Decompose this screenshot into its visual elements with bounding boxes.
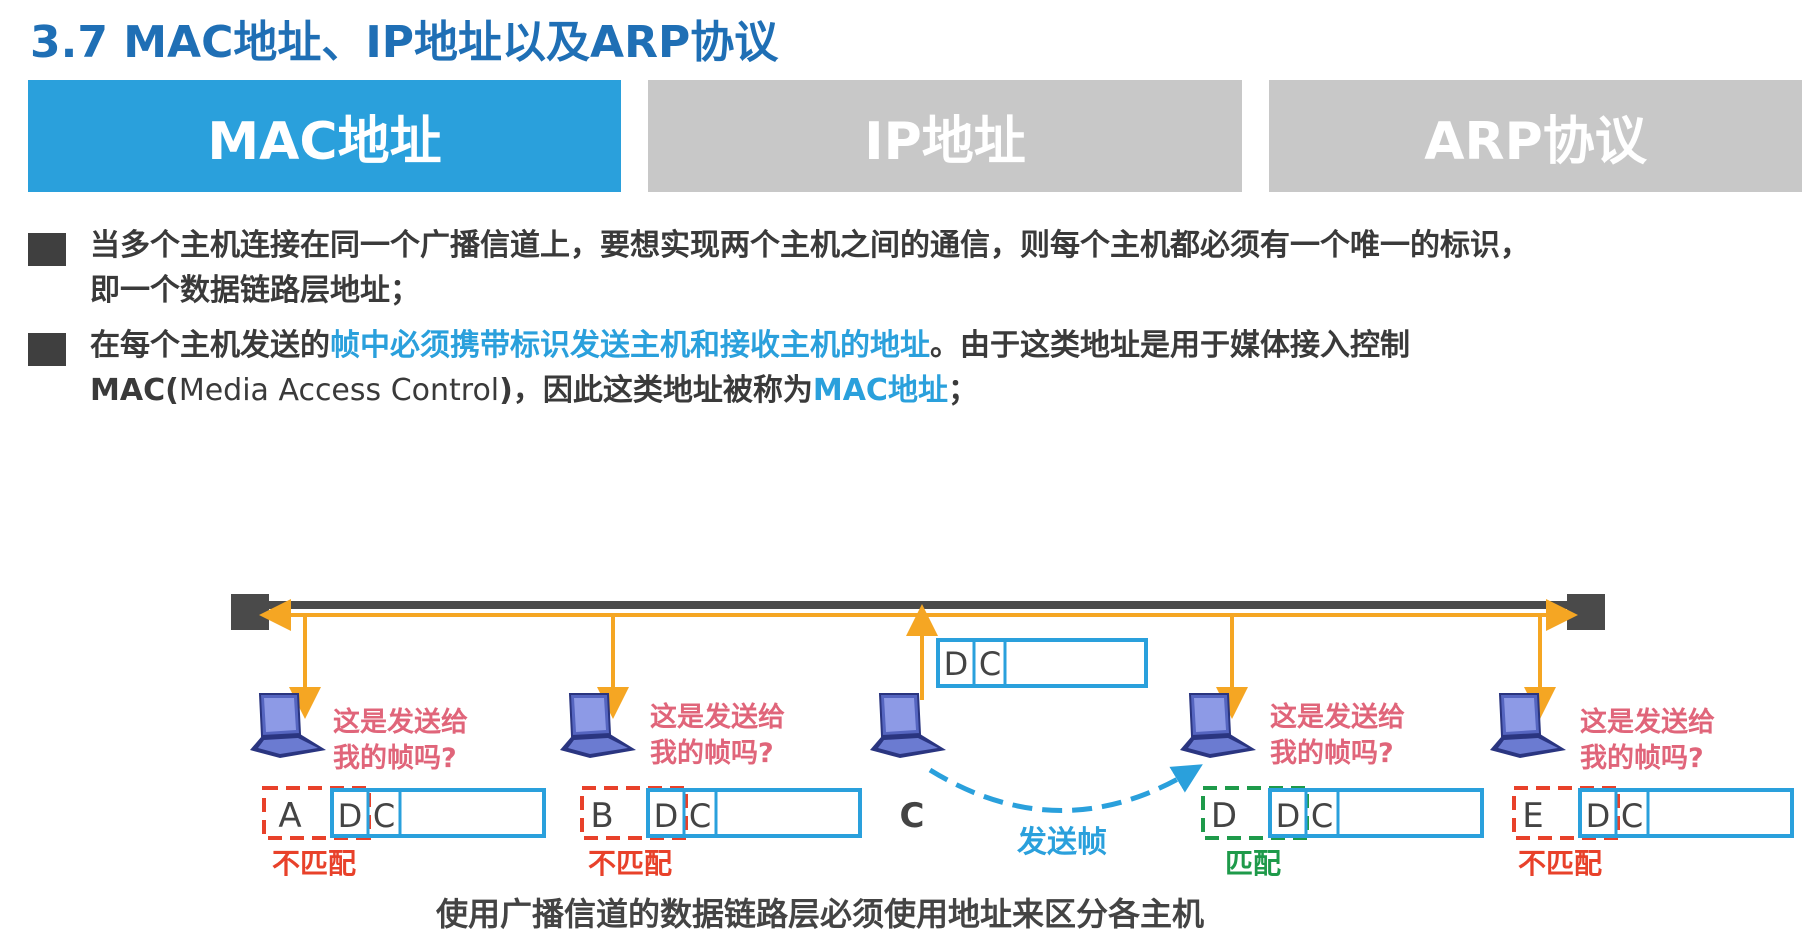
- bullet-2-end: ；: [947, 373, 978, 408]
- bullet-2-mid: )，因此这类地址被称为: [499, 373, 813, 408]
- host-a-result: 不匹配: [272, 847, 356, 880]
- laptop-e-icon: [1489, 693, 1567, 759]
- host-a-frame-dst: D: [338, 797, 363, 835]
- question-a-line2: 我的帧吗?: [333, 742, 457, 774]
- send-frame-arrow: [928, 764, 1203, 813]
- bus-terminator-right: [1567, 594, 1605, 630]
- bullet-square-icon: [28, 233, 66, 266]
- bullet-2-mac: MAC(: [90, 373, 179, 408]
- laptop-d-icon: [1179, 693, 1257, 759]
- bullet-2-highlight: 帧中必须携带标识发送主机和接收主机的地址: [330, 328, 930, 363]
- host-b-id: B: [590, 796, 613, 836]
- bullet-2-text-end: 。由于这类地址是用于媒体接入控制: [930, 328, 1410, 363]
- host-e-frame: E D C 不匹配: [1512, 786, 1794, 880]
- host-e-id: E: [1522, 796, 1543, 836]
- laptop-a-icon: [249, 693, 327, 759]
- bullet-1-line1: 当多个主机连接在同一个广播信道上，要想实现两个主机之间的通信，则每个主机都必须有…: [90, 228, 1530, 263]
- send-frame-label: 发送帧: [1016, 825, 1107, 860]
- host-e-result: 不匹配: [1518, 847, 1602, 880]
- laptop-b-icon: [559, 693, 637, 759]
- bullet-2-mac-address-term: MAC地址: [812, 373, 948, 408]
- tab-arp-protocol[interactable]: ARP协议: [1269, 80, 1802, 192]
- host-d-frame-dst: D: [1276, 797, 1301, 835]
- question-d-line1: 这是发送给: [1270, 701, 1405, 733]
- sent-frame: D C: [936, 638, 1148, 688]
- host-b-result: 不匹配: [588, 847, 672, 880]
- host-e-frame-dst: D: [1586, 797, 1611, 835]
- bullet-2-text: 在每个主机发送的: [90, 328, 330, 363]
- sent-frame-dst: D: [944, 645, 969, 683]
- sent-frame-src: C: [979, 645, 1001, 683]
- question-e-line2: 我的帧吗?: [1580, 742, 1704, 774]
- page-title: 3.7 MAC地址、IP地址以及ARP协议: [30, 17, 779, 68]
- bullet-1-line2: 即一个数据链路层地址；: [90, 273, 420, 308]
- bullet-item-1: 当多个主机连接在同一个广播信道上，要想实现两个主机之间的通信，则每个主机都必须有…: [28, 223, 1788, 313]
- host-b-frame-dst: D: [654, 797, 679, 835]
- tab-mac-address[interactable]: MAC地址: [28, 80, 621, 192]
- question-b-line2: 我的帧吗?: [650, 737, 774, 769]
- host-d-result: 匹配: [1225, 847, 1281, 880]
- tab-ip-address[interactable]: IP地址: [648, 80, 1242, 192]
- bus-terminator-left: [231, 594, 269, 630]
- host-d-frame-src: C: [1311, 797, 1333, 835]
- bullet-square-icon: [28, 333, 66, 366]
- host-e-frame-src: C: [1621, 797, 1643, 835]
- bullet-2-mac-expansion: Media Access Control: [178, 373, 500, 408]
- host-a-frame: A D C 不匹配: [262, 786, 546, 880]
- question-a-line1: 这是发送给: [333, 706, 468, 738]
- bullet-item-2: 在每个主机发送的帧中必须携带标识发送主机和接收主机的地址。由于这类地址是用于媒体…: [28, 323, 1788, 413]
- host-d-id: D: [1211, 796, 1237, 836]
- host-d-frame: D D C 匹配: [1201, 786, 1484, 880]
- question-d-line2: 我的帧吗?: [1270, 737, 1394, 769]
- host-a-id: A: [278, 796, 301, 836]
- question-b-line1: 这是发送给: [650, 701, 785, 733]
- sender-c-label: C: [900, 796, 925, 836]
- host-a-frame-src: C: [373, 797, 395, 835]
- diagram-caption: 使用广播信道的数据链路层必须使用地址来区分各主机: [435, 895, 1204, 933]
- laptop-c-icon: [869, 693, 947, 759]
- question-e-line1: 这是发送给: [1580, 706, 1715, 738]
- host-b-frame: B D C 不匹配: [580, 786, 862, 880]
- host-b-frame-src: C: [689, 797, 711, 835]
